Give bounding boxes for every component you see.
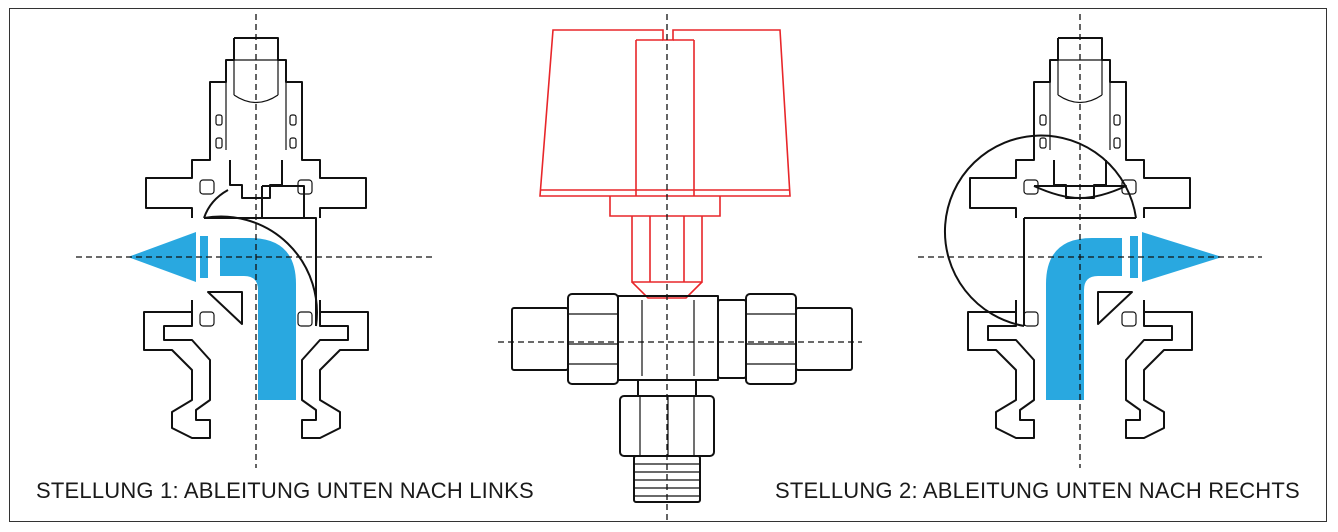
- valve-position-1: [76, 14, 436, 468]
- diagram-frame: [9, 8, 1327, 522]
- valve-with-actuator: [498, 14, 862, 520]
- caption-position-1: STELLUNG 1: ABLEITUNG UNTEN NACH LINKS: [36, 478, 534, 503]
- caption-position-2: STELLUNG 2: ABLEITUNG UNTEN NACH RECHTS: [775, 478, 1300, 503]
- valve-position-2: [918, 14, 1262, 468]
- actuator: [539, 29, 791, 299]
